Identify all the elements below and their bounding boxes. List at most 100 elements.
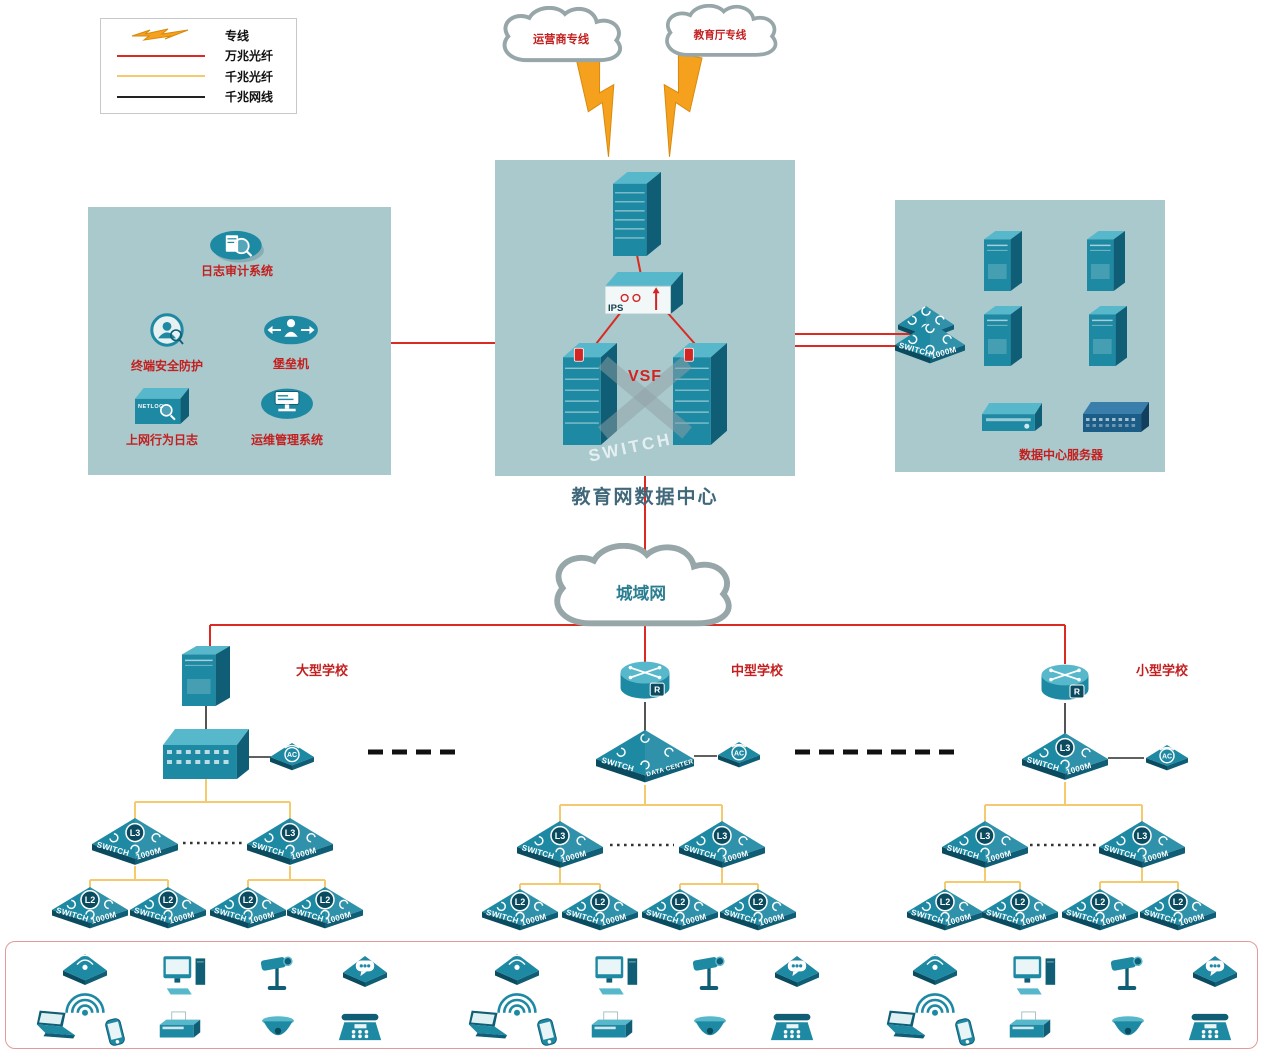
svg-text:L2: L2	[515, 897, 526, 907]
storage-array	[982, 403, 1042, 431]
desktop-icon	[161, 954, 209, 998]
man-cloud: 城域网	[554, 543, 732, 627]
edu-cloud-label: 教育厅专线	[693, 29, 747, 42]
deskphone-icon	[1187, 1012, 1233, 1044]
wifi-icon	[915, 989, 955, 1017]
datacenter-server	[984, 231, 1022, 291]
edu-cloud: 教育厅专线	[665, 4, 778, 57]
ptz-icon	[256, 954, 298, 994]
printer-icon	[589, 1010, 635, 1042]
dome-icon	[259, 1013, 297, 1043]
svg-text:L2: L2	[753, 897, 764, 907]
school-label-large: 大型学校	[295, 663, 349, 678]
legend-row-dedicated-line: 专线	[111, 25, 286, 45]
legend-label: 千兆网线	[225, 90, 274, 105]
label-terminal-security: 终端安全防护	[130, 359, 204, 373]
large-school-ac: AC	[269, 742, 315, 772]
laptop-icon	[31, 1009, 79, 1041]
svg-text:L2: L2	[1015, 897, 1026, 907]
isp-cloud: 运营商专线	[502, 6, 623, 63]
blade-server	[1083, 402, 1149, 432]
black-cable-lines	[205, 702, 1144, 759]
phone-icon	[98, 1018, 132, 1046]
label-server-zone: 数据中心服务器	[1018, 448, 1104, 462]
legend-label: 专线	[225, 28, 250, 43]
yellow-line-icon	[111, 75, 211, 78]
terminal-security-icon	[142, 312, 192, 352]
svg-text:IPS: IPS	[608, 303, 623, 314]
small-school-router: R	[1040, 663, 1090, 703]
svg-text:L2: L2	[675, 897, 686, 907]
svg-text:R: R	[654, 685, 660, 695]
school-label-medium: 中型学校	[730, 663, 784, 678]
printer-icon	[157, 1010, 203, 1042]
svg-text:AC: AC	[287, 752, 297, 759]
legend-row-10g-fiber: 万兆光纤	[111, 46, 286, 66]
ap-icon	[912, 953, 958, 987]
svg-text:L3: L3	[980, 831, 991, 841]
desktop-icon	[593, 954, 641, 998]
svg-text:L2: L2	[85, 895, 96, 905]
ap-icon	[62, 953, 108, 987]
svg-text:AC: AC	[1162, 753, 1172, 760]
medium-school-ac: AC	[717, 741, 761, 769]
label-log-audit: 日志审计系统	[200, 264, 274, 278]
label-ops-management: 运维管理系统	[250, 433, 324, 447]
lightning-icon	[111, 27, 211, 43]
medium-school-router: R	[619, 660, 671, 702]
black-line-icon	[111, 95, 211, 98]
ap-icon	[494, 953, 540, 987]
red-line-icon	[111, 54, 211, 57]
label-bastion-host: 堡垒机	[272, 357, 310, 371]
svg-text:L2: L2	[1173, 897, 1184, 907]
deskphone-icon	[769, 1012, 815, 1044]
wifi-icon	[497, 989, 537, 1017]
datacenter-server	[984, 306, 1022, 366]
legend-row-1g-cable: 千兆网线	[111, 87, 286, 107]
desktop-icon	[1011, 954, 1059, 998]
svg-text:L2: L2	[595, 897, 606, 907]
vsf-label: VSF	[627, 368, 663, 385]
svg-text:NETLOG: NETLOG	[138, 404, 164, 410]
legend-row-1g-fiber: 千兆光纤	[111, 66, 286, 86]
datacenter-server	[1089, 306, 1127, 366]
laptop-icon	[881, 1009, 929, 1041]
svg-text:L2: L2	[320, 895, 331, 905]
isp-cloud-label: 运营商专线	[533, 32, 590, 46]
svg-text:AC: AC	[734, 750, 744, 757]
legend-label: 万兆光纤	[225, 49, 274, 64]
wifi-icon	[65, 989, 105, 1017]
printer-icon	[1007, 1010, 1053, 1042]
vsf-core-switch-left	[563, 343, 617, 445]
svg-text:L2: L2	[1095, 897, 1106, 907]
bastion-host-icon	[263, 313, 319, 347]
svg-text:L2: L2	[243, 895, 254, 905]
voice-icon	[1192, 955, 1238, 989]
svg-text:L3: L3	[555, 831, 566, 841]
net-behavior-log-icon: NETLOG	[135, 388, 189, 424]
log-audit-icon	[209, 228, 265, 264]
svg-text:L2: L2	[163, 895, 174, 905]
lightning-bolt-right	[663, 52, 703, 157]
ops-management-icon	[260, 385, 314, 421]
svg-text:L3: L3	[717, 831, 728, 841]
